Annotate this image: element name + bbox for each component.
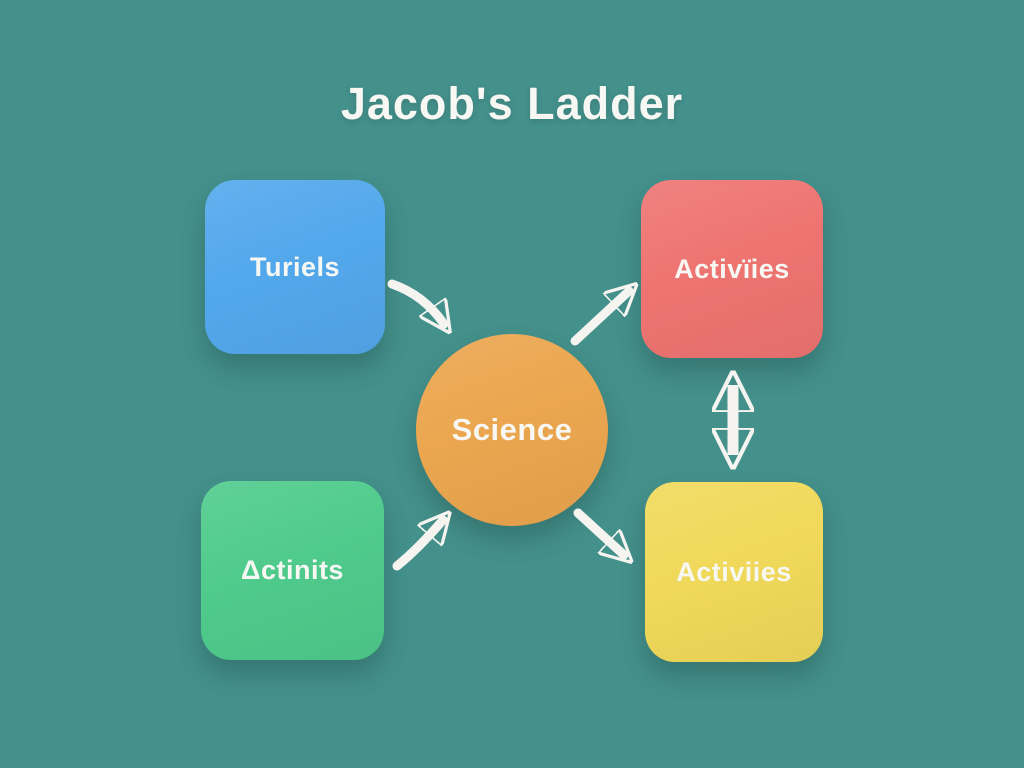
arrow-center-to-topright	[570, 291, 629, 346]
node-top-left: Turiels	[205, 180, 385, 354]
node-top-left-label: Turiels	[249, 251, 341, 282]
node-bottom-right: Activiies	[645, 482, 823, 662]
node-center: Science	[416, 334, 608, 526]
node-bottom-right-label: Activiies	[676, 556, 792, 587]
node-bottom-left: Δctinits	[201, 481, 384, 660]
arrow-topleft-to-center	[387, 279, 444, 324]
node-top-right-label: Activïies	[674, 253, 790, 284]
page-title: Jacob's Ladder	[340, 78, 684, 129]
node-bottom-left-label: Δctinits	[241, 555, 344, 585]
arrow-center-to-bottomright	[573, 508, 624, 555]
node-top-right: Activïies	[641, 180, 823, 358]
node-center-label: Science	[451, 412, 573, 447]
arrow-bottomleft-to-center	[392, 520, 443, 571]
